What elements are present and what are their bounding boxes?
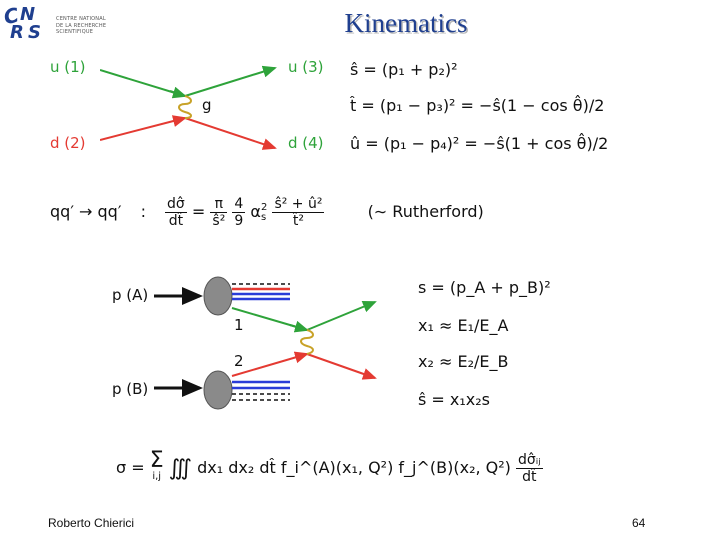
eq-x1: x₁ ≈ E₁/E_A <box>418 316 509 335</box>
eq-x2: x₂ ≈ E₂/E_B <box>418 352 509 371</box>
label-u1: u (1) <box>50 58 86 76</box>
label-parton-2: 2 <box>234 352 244 370</box>
svg-text:S: S <box>28 22 41 42</box>
label-pA: p (A) <box>112 286 149 304</box>
svg-text:C: C <box>2 3 21 30</box>
cnrs-logo-lines: CENTRE NATIONAL DE LA RECHERCHE SCIENTIF… <box>56 16 107 35</box>
footer-author: Roberto Chierici <box>48 516 135 530</box>
label-d4: d (4) <box>288 134 324 152</box>
page-title: Kinematics <box>344 8 468 38</box>
gluon-line-2 <box>300 329 314 355</box>
quark-line-d-in <box>100 115 187 141</box>
svg-text:R: R <box>10 22 24 42</box>
label-u3: u (3) <box>288 58 324 76</box>
svg-text:N: N <box>20 4 35 25</box>
cnrs-logo: C N R S CENTRE NATIONAL DE LA RECHERCHE … <box>2 2 112 42</box>
eq-s-hat: ŝ = (p₁ + p₂)² <box>350 60 458 79</box>
proton-a-blob <box>203 276 233 316</box>
footer-page-number: 64 <box>632 516 646 530</box>
quark-line-u-out <box>184 65 277 97</box>
quark-line-d-out <box>184 117 277 150</box>
eq-s: s = (p_A + p_B)² <box>418 278 551 297</box>
eq-sigma: σ = Σ i,j ∭ dx₁ dx₂ dt̂ f_i^(A)(x₁, Q²) … <box>116 447 543 485</box>
process-label: qq′ → qq′ <box>50 202 122 221</box>
label-parton-1: 1 <box>234 316 244 334</box>
eq-u-hat: û = (p₁ − p₄)² = −ŝ(1 + cos θ̂)/2 <box>350 134 609 153</box>
label-gluon: g <box>202 96 212 114</box>
parton-2-line <box>231 351 309 377</box>
label-d2: d (2) <box>50 134 86 152</box>
cnrs-logo-icon: C N R S <box>2 3 41 42</box>
eq-t-hat: t̂ = (p₁ − p₃)² = −ŝ(1 − cos θ̂)/2 <box>350 96 605 115</box>
feynman-diagram-pp <box>154 276 377 410</box>
gluon-line <box>178 95 192 119</box>
label-pB: p (B) <box>112 380 149 398</box>
proton-b-blob <box>203 370 233 410</box>
feynman-diagram-qq <box>100 65 277 150</box>
eq-s-hat-x1x2: ŝ = x₁x₂s <box>418 390 491 409</box>
rutherford-note: (∼ Rutherford) <box>367 202 484 221</box>
